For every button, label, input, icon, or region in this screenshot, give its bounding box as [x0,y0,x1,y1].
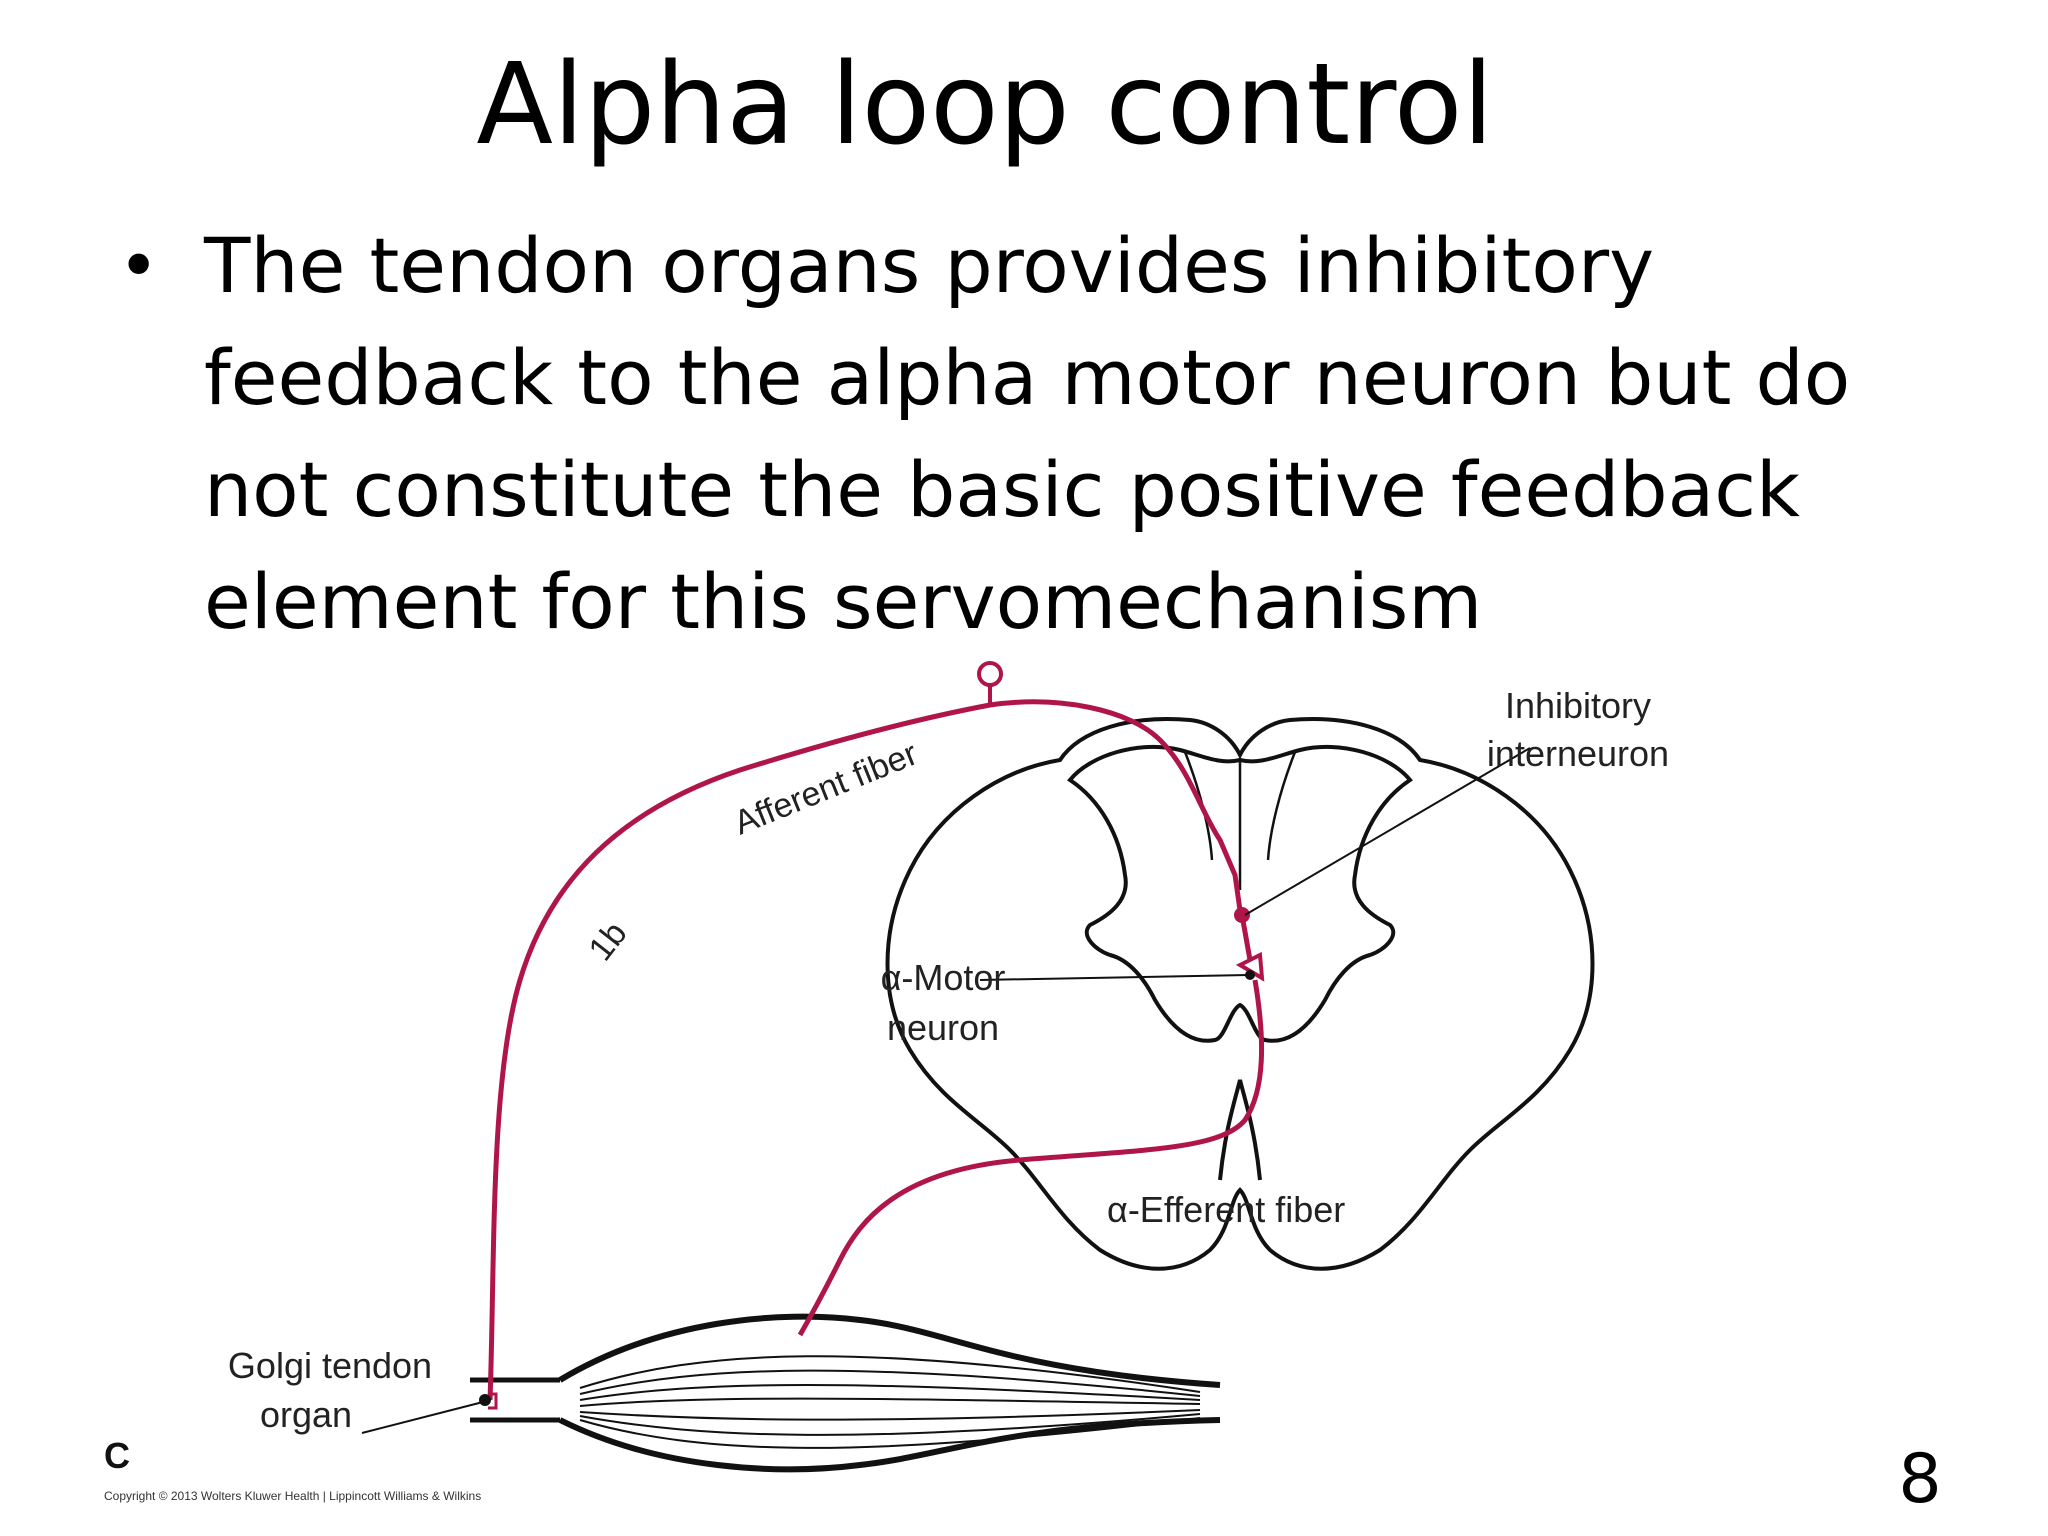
muscle [470,1313,1221,1473]
leader-line-golgi [361,1401,484,1434]
label-golgi-line1: Golgi tendon [228,1345,432,1386]
bullet-text: The tendon organs provides inhibitory fe… [204,221,1851,646]
muscle-fiber [579,1409,1201,1421]
alpha-loop-diagram: Afferent fiber 1b Inhibitory interneuron… [100,660,1960,1510]
label-efferent-fiber: α-Efferent fiber [1107,1189,1345,1230]
muscle-belly-bottom [558,1417,1221,1473]
label-inhibitory-line1: Inhibitory [1505,685,1651,726]
slide-title: Alpha loop control [476,40,1494,170]
panel-letter: C [104,1435,130,1476]
label-afferent-fiber: Afferent fiber [729,734,923,842]
copyright-text: Copyright © 2013 Wolters Kluwer Health |… [104,1489,481,1503]
label-1b: 1b [581,915,634,968]
label-golgi-line2: organ [260,1394,352,1435]
muscle-fiber [579,1355,1201,1393]
ventral-fissure [1218,1079,1262,1181]
interneuron-connection [1239,914,1253,961]
afferent-fiber [487,699,1243,1401]
muscle-belly-top [558,1313,1221,1388]
muscle-fiber [579,1397,1201,1407]
dorsal-column-line-right [1266,751,1297,861]
label-inhibitory-line2: interneuron [1487,733,1669,774]
muscle-fiber [579,1384,1201,1401]
alpha-motor-neuron-dot [1245,970,1255,980]
golgi-tendon-organ-dot [479,1394,491,1406]
grey-matter-outline [1067,744,1413,1043]
dorsal-column-line-left [1183,751,1214,861]
leader-line-motor [979,974,1249,981]
dorsal-root-ganglion [977,661,1003,687]
diagram-svg: Afferent fiber 1b Inhibitory interneuron… [104,661,1669,1503]
muscle-fiber [579,1417,1201,1449]
efferent-fiber [797,979,1265,1337]
spinal-cord-outline [885,717,1595,1271]
muscle-fiber [579,1369,1201,1397]
bullet-marker: • [118,225,160,307]
leader-line-interneuron [1244,747,1531,916]
label-alpha-motor-line2: neuron [887,1007,999,1048]
golgi-ending [488,1392,498,1410]
page-number: 8 [1898,1440,1942,1519]
label-alpha-motor-line1: α-Motor [881,957,1006,998]
muscle-fiber [579,1413,1201,1436]
